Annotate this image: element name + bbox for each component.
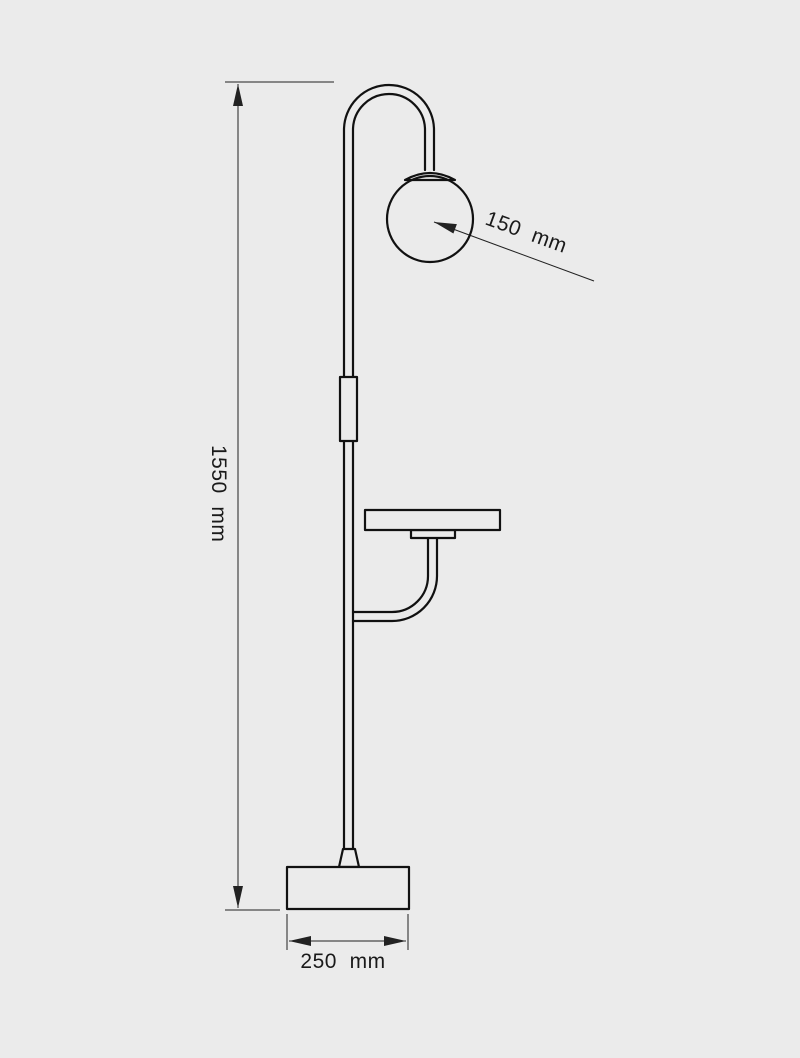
tray-arm-outer-line xyxy=(351,536,439,623)
glass-globe xyxy=(385,174,475,264)
height-label: 1550 mm xyxy=(207,445,230,542)
width-arrow-left xyxy=(289,936,311,946)
height-arrow-top xyxy=(233,84,243,106)
lamp-structure xyxy=(285,83,502,911)
side-tray xyxy=(363,508,502,532)
pole-outer-line xyxy=(342,83,436,852)
tray-arm-inner-line xyxy=(351,536,430,614)
lamp-base xyxy=(285,865,411,911)
width-arrow-right xyxy=(384,936,406,946)
tray-mount xyxy=(409,528,457,540)
globe-leader-line xyxy=(433,221,595,282)
base-width-label: 250 mm xyxy=(300,950,385,973)
height-dimension: 1550 mm xyxy=(207,81,334,911)
globe-diameter-dimension: 150 mm xyxy=(433,207,595,282)
height-arrow-bottom xyxy=(233,886,243,908)
globe-diameter-label: 150 mm xyxy=(482,207,570,258)
pole-foot-connector xyxy=(337,847,361,869)
pole-switch-sleeve xyxy=(338,375,359,443)
globe-arrow xyxy=(434,222,457,234)
base-width-dimension: 250 mm xyxy=(286,914,409,973)
pole-inner-line xyxy=(351,92,427,852)
